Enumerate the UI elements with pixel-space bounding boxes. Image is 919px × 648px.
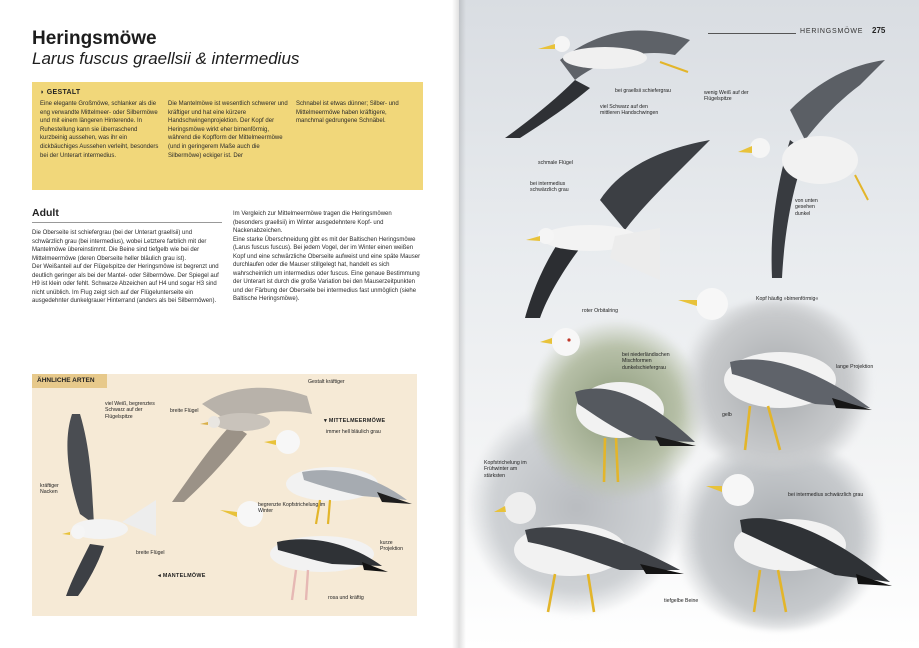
- label-kurze: kurze Projektion: [380, 540, 404, 553]
- label-gelb: gelb: [722, 412, 732, 418]
- page-number: 275: [872, 26, 886, 35]
- page-title: Heringsmöwe: [32, 28, 157, 49]
- similar-birds-illustration: [62, 387, 412, 601]
- label-von-unten: von unten gesehen dunkel: [795, 198, 818, 217]
- standing-gull-middle-right: [678, 288, 872, 451]
- similar-species-heading: ÄHNLICHE ARTEN: [32, 374, 107, 388]
- label-graellsii: bei graellsii schiefergrau: [615, 88, 671, 94]
- gestalt-heading: ◗ GESTALT: [40, 89, 81, 96]
- standing-gull-bottom-left: [494, 492, 684, 613]
- adult-heading: Adult: [32, 207, 59, 219]
- flying-gull-top: [505, 30, 690, 138]
- flying-gull-juvenile: [172, 387, 312, 502]
- mittelmeermoewe-standing: [264, 430, 412, 525]
- flying-gull-underside: [62, 414, 156, 596]
- scientific-name: Larus fuscus graellsii & intermedius: [32, 49, 300, 68]
- mantelmoewe-standing: [220, 501, 388, 601]
- standing-gull-bottom-right: [706, 474, 892, 613]
- standing-gull-middle-left: [540, 328, 696, 483]
- label-breite-fluegel-1: breite Flügel: [136, 550, 165, 556]
- gestalt-text-col3: Schnabel ist etwas dünner; Silber- und M…: [296, 101, 399, 125]
- running-title: HERINGSMÖWE: [800, 28, 864, 35]
- label-kopf: Kopf häufig »birnenförmig«: [756, 296, 819, 302]
- label-immer-hell: immer hell bläulich grau: [326, 429, 381, 435]
- label-lange: lange Projektion: [836, 364, 874, 370]
- label-viel-schwarz: viel Schwarz auf den mittleren Handschwi…: [600, 104, 659, 117]
- gestalt-text-col1: Eine elegante Großmöwe, schlanker als di…: [40, 101, 159, 159]
- label-roter: roter Orbitalring: [582, 308, 619, 314]
- label-intermedius-grau: bei intermedius schwärzlich grau: [530, 181, 569, 194]
- label-nacken: kräftiger Nacken: [40, 483, 59, 496]
- label-begrenzte: begrenzte Kopfstrichelung im Winter: [258, 502, 326, 515]
- adult-text-col1: Die Oberseite ist schiefergrau (bei der …: [32, 230, 219, 304]
- label-schwaerzlich: bei intermedius schwärzlich grau: [788, 492, 864, 498]
- flying-gull-middle: [525, 140, 710, 318]
- triangle-icon: ◗: [40, 89, 47, 96]
- label-kopfstrich: Kopfstrichelung im Frühwinter am stärkst…: [484, 460, 527, 479]
- flying-gull-right: [738, 60, 885, 278]
- label-breite-fluegel-2: breite Flügel: [170, 408, 199, 414]
- label-niederl: bei niederländischen Mischformen dunkels…: [622, 352, 670, 371]
- tag-mantelmoewe: ◂ MANTELMÖWE: [158, 573, 206, 579]
- label-gestalt: Gestalt kräftiger: [308, 379, 345, 385]
- header-rule: [708, 33, 796, 34]
- page-gutter: [452, 0, 466, 648]
- section-rule: [32, 222, 222, 223]
- similar-species-box: ÄHNLICHE ARTEN: [32, 374, 417, 616]
- gestalt-box: ◗ GESTALT Eine elegante Großmöwe, schlan…: [32, 82, 423, 190]
- label-wenig-weiss-right: wenig Weiß auf der Flügelspitze: [704, 90, 749, 103]
- gestalt-text-col2: Die Mantelmöwe ist wesentlich schwerer u…: [168, 101, 288, 159]
- adult-text-col2: Im Vergleich zur Mittelmeermöwe tragen d…: [233, 211, 421, 302]
- label-schmale: schmale Flügel: [538, 160, 573, 166]
- label-tiefgelbe: tiefgelbe Beine: [664, 598, 699, 604]
- label-wenig-weiss: viel Weiß, begrenztes Schwarz auf der Fl…: [105, 401, 155, 420]
- tag-mittelmeermoewe: ▾ MITTELMEERMÖWE: [324, 418, 386, 424]
- left-page: Heringsmöwe Larus fuscus graellsii & int…: [0, 0, 459, 648]
- label-rosa: rosa und kräftig: [328, 595, 364, 601]
